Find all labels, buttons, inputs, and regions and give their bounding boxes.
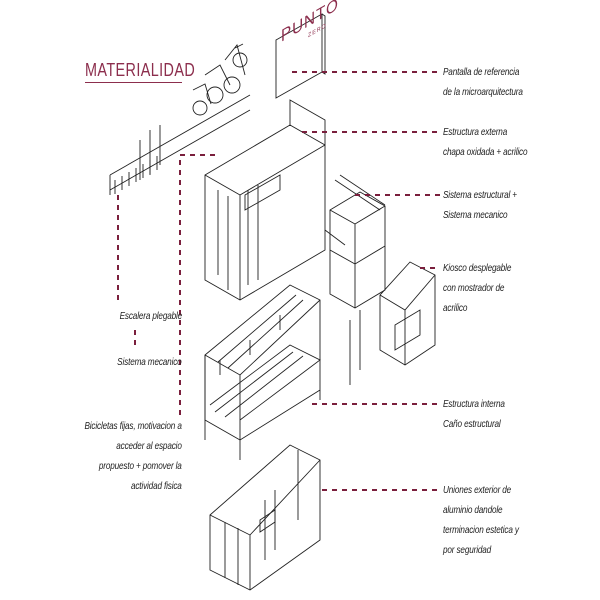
label-line: Caño estructural xyxy=(443,418,501,430)
label-line: Uniones exterior de xyxy=(443,484,512,496)
structural-mechanical-system xyxy=(324,174,386,385)
label-line: Sistema estructural + xyxy=(443,189,517,201)
label-line: terminacion estetica y xyxy=(443,524,519,536)
label-line: con mostrador de xyxy=(443,282,505,294)
label-line: de la microarquitectura xyxy=(443,86,523,98)
label-structural-system: Sistema estructural + Sistema mecanico xyxy=(443,185,517,225)
label-external-structure: Estructura externa chapa oxidada + acrili… xyxy=(443,122,528,162)
label-line: Pantalla de referencia xyxy=(443,66,520,78)
section-title: MATERIALIDAD xyxy=(85,60,196,80)
label-line: Bicicletas fijas, motivacion a xyxy=(84,420,182,432)
fixed-bicycles xyxy=(192,43,248,116)
label-line: aluminio dandole xyxy=(443,504,503,516)
internal-structure xyxy=(204,284,321,460)
label-folding-ladder: Escalera plegable xyxy=(119,306,183,326)
exterior-unions xyxy=(209,444,321,591)
label-screen: Pantalla de referencia de la microarquite… xyxy=(443,62,523,102)
label-mechanical-system: Sistema mecanico xyxy=(117,352,183,372)
kiosk xyxy=(379,261,436,366)
folding-ladder xyxy=(109,94,251,195)
label-line: acceder al espacio xyxy=(116,440,183,452)
label-line: Escalera plegable xyxy=(119,310,183,322)
label-exterior-unions: Uniones exterior de aluminio dandole termi… xyxy=(443,480,519,560)
label-line: Estructura externa xyxy=(443,126,508,138)
label-line: chapa oxidada + acrilico xyxy=(443,146,528,158)
label-line: Estructura interna xyxy=(443,398,505,410)
label-line: Sistema mecanico xyxy=(443,209,508,221)
label-line: Kiosco desplegable xyxy=(443,262,512,274)
label-fixed-bicycles: Bicicletas fijas, motivacion a acceder al… xyxy=(85,416,182,496)
title-underline xyxy=(85,82,182,83)
label-kiosk: Kiosco desplegable con mostrador de acrili… xyxy=(443,258,511,318)
label-line: por seguridad xyxy=(443,544,492,556)
external-structure xyxy=(204,99,326,301)
leader-line-bicycles xyxy=(179,154,215,415)
label-line: actividad fisica xyxy=(131,480,182,492)
label-line: Sistema mecanico xyxy=(117,356,183,368)
label-line: propuesto + pomover la xyxy=(99,460,182,472)
label-line: acrilico xyxy=(443,302,468,314)
